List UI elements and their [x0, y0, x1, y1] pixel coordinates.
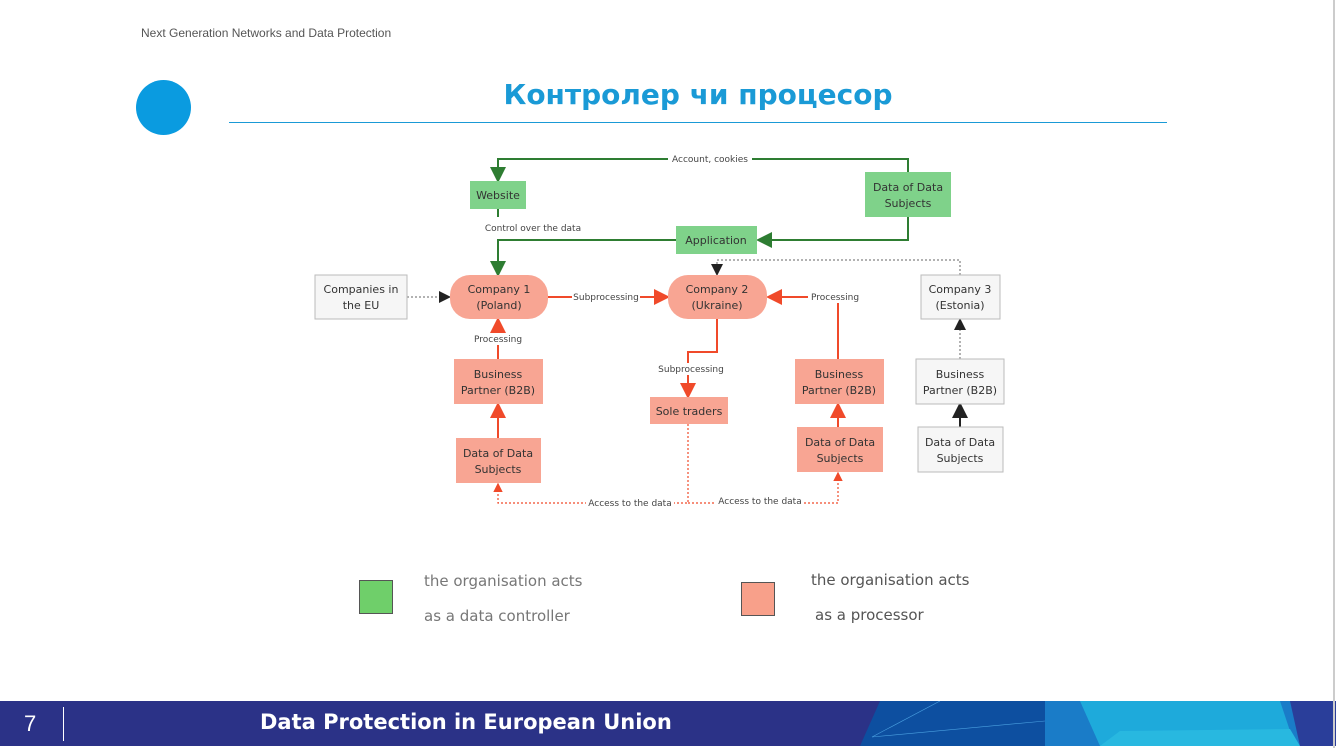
- svg-text:Website: Website: [476, 189, 520, 202]
- edge-bp2-company2: [766, 289, 839, 359]
- svg-text:Subjects: Subjects: [885, 197, 932, 210]
- footer-title: Data Protection in European Union: [260, 710, 672, 734]
- footer-bar: 7 Data Protection in European Union: [0, 701, 1336, 746]
- edge-dds-application: [756, 217, 909, 248]
- node-company1: Company 1 (Poland): [450, 275, 548, 319]
- label-account-cookies: Account, cookies: [672, 155, 748, 165]
- presentation-subtitle: Next Generation Networks and Data Protec…: [141, 26, 392, 40]
- svg-text:(Ukraine): (Ukraine): [691, 299, 742, 312]
- svg-text:Company 1: Company 1: [468, 283, 531, 296]
- slide-title: Контролер чи процесор: [503, 78, 893, 111]
- node-website: Website: [470, 181, 526, 209]
- svg-text:Company 3: Company 3: [929, 283, 992, 296]
- title-underline: [229, 122, 1167, 123]
- label-access: Access to the data: [718, 497, 801, 507]
- label-subprocessing: Subprocessing: [658, 365, 724, 375]
- legend-controller-swatch: [359, 580, 393, 614]
- svg-text:Companies in: Companies in: [324, 283, 399, 296]
- svg-text:Business: Business: [936, 368, 985, 381]
- label-processing: Processing: [474, 335, 522, 345]
- controller-processor-diagram: Account, cookies Control over the data S…: [314, 153, 1005, 509]
- svg-text:Data of Data: Data of Data: [925, 436, 995, 449]
- legend-processor-swatch: [741, 582, 775, 616]
- legend-controller-line1: the organisation acts: [424, 572, 583, 590]
- svg-text:Business: Business: [474, 368, 523, 381]
- svg-text:Company 2: Company 2: [686, 283, 749, 296]
- svg-text:Subjects: Subjects: [817, 452, 864, 465]
- node-company2: Company 2 (Ukraine): [668, 275, 767, 319]
- footer-divider: [63, 707, 64, 741]
- node-company3: Company 3 (Estonia): [920, 274, 1001, 320]
- legend-processor-line1: the organisation acts: [811, 571, 970, 589]
- edge-application-company1: [490, 239, 676, 277]
- label-processing: Processing: [811, 293, 859, 303]
- label-access: Access to the data: [588, 499, 671, 509]
- svg-text:the EU: the EU: [343, 299, 380, 312]
- svg-text:Sole traders: Sole traders: [656, 405, 723, 418]
- page-number: 7: [24, 711, 37, 736]
- svg-text:Partner (B2B): Partner (B2B): [461, 384, 535, 397]
- svg-text:Business: Business: [815, 368, 864, 381]
- edge-company2-sole: [680, 319, 718, 399]
- legend-processor-line2: as a processor: [815, 606, 924, 624]
- svg-text:Data of Data: Data of Data: [873, 181, 943, 194]
- slide-border: [1333, 0, 1335, 748]
- svg-text:(Poland): (Poland): [476, 299, 521, 312]
- node-application: Application: [676, 226, 757, 254]
- svg-text:Subjects: Subjects: [475, 463, 522, 476]
- svg-text:Data of Data: Data of Data: [805, 436, 875, 449]
- label-subprocessing: Subprocessing: [573, 293, 639, 303]
- svg-text:Partner (B2B): Partner (B2B): [923, 384, 997, 397]
- node-companies-eu: Companies in the EU: [314, 274, 408, 320]
- node-sole-traders: Sole traders: [650, 397, 728, 424]
- legend-controller-line2: as a data controller: [424, 607, 570, 625]
- label-control: Control over the data: [485, 224, 581, 234]
- edge-company3-company2: [711, 259, 961, 276]
- footer-decoration: [860, 701, 1336, 746]
- svg-text:Data of Data: Data of Data: [463, 447, 533, 460]
- svg-text:Subjects: Subjects: [937, 452, 984, 465]
- svg-text:Application: Application: [685, 234, 746, 247]
- decorative-circle: [136, 80, 191, 135]
- svg-text:Partner (B2B): Partner (B2B): [802, 384, 876, 397]
- svg-text:(Estonia): (Estonia): [935, 299, 984, 312]
